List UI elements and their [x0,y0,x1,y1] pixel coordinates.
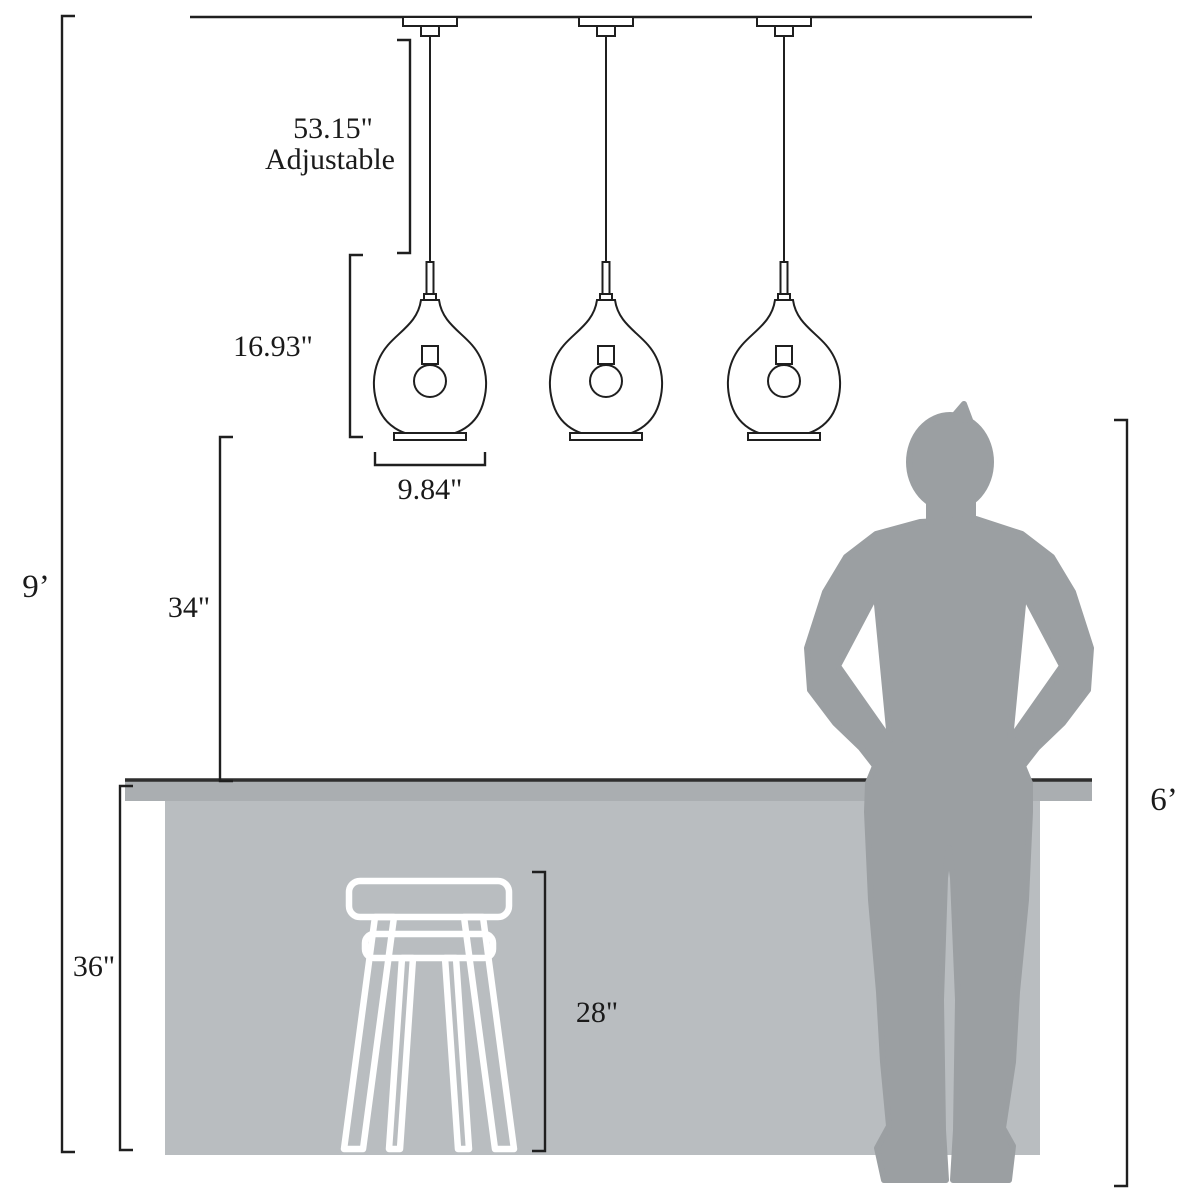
stool-leg-rear-left [385,954,417,1153]
dim-bracket-cord-length [397,38,412,255]
dim-label-cord-note: Adjustable [265,143,395,176]
dim-label-pendant-clearance: 34" [168,591,210,624]
dim-bracket-fixture-width [373,452,487,467]
pendant-light-2 [548,16,664,441]
person-hair-tuft [949,401,973,423]
dim-bracket-counter-height [118,784,133,1152]
stool-leg-rear-right [441,954,473,1153]
dim-label-person-height: 6’ [1150,782,1178,818]
dim-bracket-pendant-clearance [218,435,233,783]
pendant-light-1 [372,16,488,441]
dim-bracket-fixture-height [348,253,363,439]
dim-label-fixture-width: 9.84" [398,473,463,506]
person-body [804,516,1094,1183]
dim-bracket-person-height [1114,418,1129,1188]
dim-label-stool-height: 28" [576,996,618,1029]
stool-leg-front-right [460,913,518,1153]
pendant-light-3 [726,16,842,441]
stool-leg-front-left [340,913,398,1153]
stool [340,877,518,1153]
dim-bracket-stool-height [532,870,547,1153]
stool-seat [345,877,513,921]
dim-bracket-ceiling-height [60,14,75,1154]
counter-top-slab [125,779,1092,801]
person-silhouette [804,401,1094,1183]
dim-label-counter-height: 36" [73,950,115,983]
dim-label-cord-length: 53.15" [293,112,373,145]
stool-apron [361,930,497,962]
dim-label-fixture-height: 16.93" [233,330,313,363]
dim-label-ceiling-height: 9’ [22,569,50,605]
